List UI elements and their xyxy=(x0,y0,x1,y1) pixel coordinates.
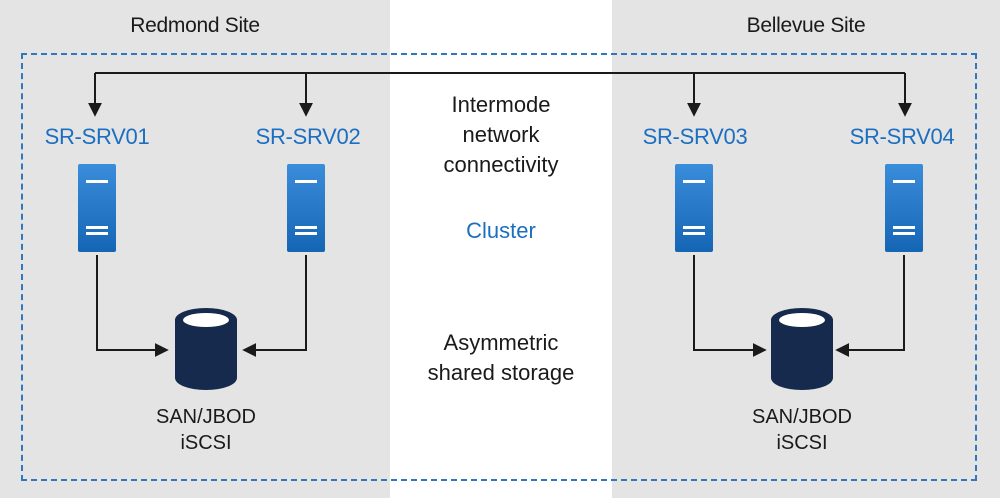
server-icon xyxy=(78,164,116,252)
server-icon xyxy=(675,164,713,252)
storage-link-srv03 xyxy=(693,255,767,357)
storage-type-label: SAN/JBOD xyxy=(155,406,257,428)
bellevue-site-title: Bellevue Site xyxy=(746,14,866,37)
server-label-srv03: SR-SRV03 xyxy=(642,124,748,149)
cluster-label: Cluster xyxy=(466,218,536,243)
storage-link-srv01 xyxy=(96,255,169,357)
server-label-srv02: SR-SRV02 xyxy=(255,124,361,149)
network-connectivity-label: Intermode network connectivity xyxy=(392,90,610,180)
network-label-line: Intermode xyxy=(451,92,551,117)
storage-label-line: shared storage xyxy=(427,360,575,385)
storage-type-label: SAN/JBOD xyxy=(751,406,853,428)
shared-storage-label: Asymmetric shared storage xyxy=(392,328,610,388)
storage-link-srv04 xyxy=(835,255,905,357)
storage-label-bellevue: SAN/JBOD iSCSI xyxy=(722,404,882,456)
storage-protocol-label: iSCSI xyxy=(776,432,828,454)
database-icon xyxy=(771,308,833,390)
database-icon xyxy=(175,308,237,390)
server-label-srv04: SR-SRV04 xyxy=(849,124,955,149)
redmond-site-panel: Redmond Site xyxy=(0,0,390,498)
redmond-site-title: Redmond Site xyxy=(130,14,260,37)
storage-protocol-label: iSCSI xyxy=(180,432,232,454)
storage-label-line: Asymmetric xyxy=(443,330,559,355)
server-label-srv01: SR-SRV01 xyxy=(44,124,150,149)
network-label-line: connectivity xyxy=(443,152,559,177)
server-icon xyxy=(885,164,923,252)
network-label-line: network xyxy=(462,122,540,147)
server-icon xyxy=(287,164,325,252)
storage-label-redmond: SAN/JBOD iSCSI xyxy=(126,404,286,456)
storage-link-srv02 xyxy=(242,255,307,357)
cluster-boundary xyxy=(21,53,977,481)
